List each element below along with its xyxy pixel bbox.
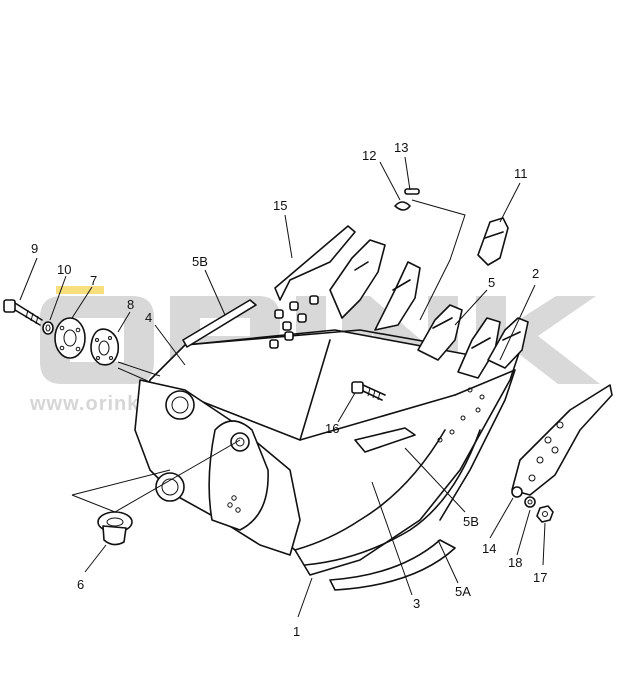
side-cutter-right: [511, 384, 613, 498]
callout-4: 4: [145, 310, 152, 325]
callout-9: 9: [31, 241, 38, 256]
callout-3: 3: [413, 596, 420, 611]
shim-8: [90, 328, 120, 366]
callout-15: 15: [273, 198, 287, 213]
pin-and-lock: [394, 188, 466, 321]
callout-labels: 1 2 3 4 5 5A 5B 5B 6 7 8 9 10 11 12 13 1…: [31, 140, 547, 639]
washer-10: [42, 321, 54, 335]
callout-1: 1: [293, 624, 300, 639]
callout-12: 12: [362, 148, 376, 163]
side-cutter-top: [274, 225, 356, 301]
bolt-16: [351, 381, 386, 401]
callout-13: 13: [394, 140, 408, 155]
tooth-1: [329, 239, 386, 319]
leader-lines: [19, 156, 546, 618]
callout-7: 7: [90, 273, 97, 288]
nut-17: [536, 505, 554, 523]
side-bolt-holes: [437, 387, 485, 443]
callout-5a: 5A: [455, 584, 471, 599]
callout-16: 16: [325, 421, 339, 436]
callout-5: 5: [488, 275, 495, 290]
callout-11: 11: [514, 166, 528, 181]
callout-5b-bottom: 5B: [463, 514, 479, 529]
callout-2: 2: [532, 266, 539, 281]
bushing-6: [97, 511, 133, 546]
callout-18: 18: [508, 555, 522, 570]
callout-8: 8: [127, 297, 134, 312]
callout-10: 10: [57, 262, 71, 277]
tooth-point-11: [477, 217, 509, 266]
tooth-4: [457, 317, 501, 379]
spacer-7: [54, 317, 86, 359]
callout-17: 17: [533, 570, 547, 585]
top-bolt-studs: [269, 295, 319, 349]
callout-14: 14: [482, 541, 496, 556]
bucket-body: [134, 295, 521, 591]
washer-18: [524, 496, 536, 508]
bolt-9: [3, 299, 43, 326]
callout-6: 6: [77, 577, 84, 592]
tooth-3: [417, 304, 463, 361]
callout-5b-top: 5B: [192, 254, 208, 269]
tooth-2: [374, 261, 421, 331]
